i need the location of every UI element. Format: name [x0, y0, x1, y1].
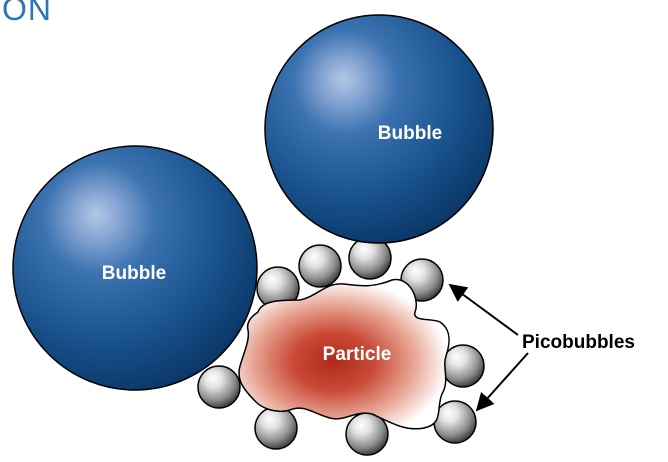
picobubble-icon: [441, 344, 485, 388]
bubble-left-icon: [12, 145, 258, 391]
picobubble-icon: [254, 406, 298, 450]
header-partial-text: ON: [2, 0, 52, 27]
arrow-up-icon: [448, 283, 519, 336]
picobubbles-label: Picobubbles: [522, 332, 635, 353]
picobubble-icon: [433, 400, 477, 444]
bubble-left-label: Bubble: [102, 263, 166, 284]
picobubbles-callout: Picobubbles: [448, 283, 635, 412]
arrow-down-icon: [475, 352, 529, 412]
bubble-top-label: Bubble: [378, 123, 442, 144]
particle-shape: [238, 278, 450, 430]
picobubble-icon: [197, 365, 241, 409]
bubble-top-icon: [264, 14, 494, 244]
particle-label: Particle: [323, 344, 392, 365]
picobubble-icon: [298, 244, 342, 288]
